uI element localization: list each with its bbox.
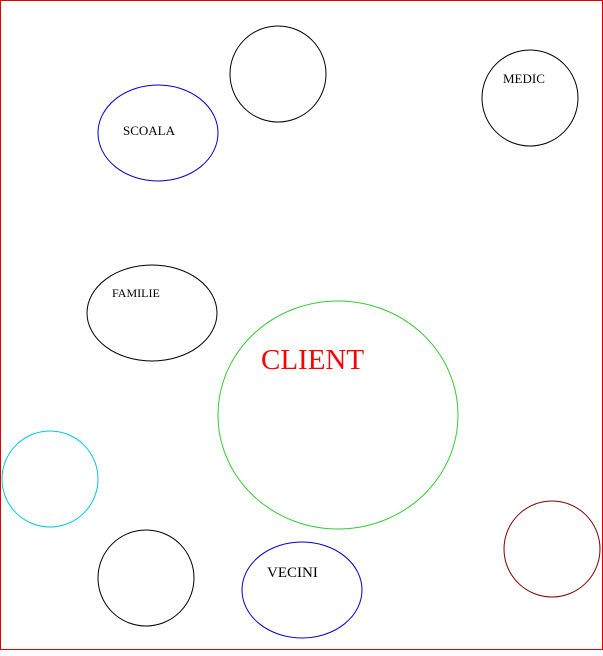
unlabeled-circle-maroon [503,500,601,598]
vecini-circle [241,541,363,639]
medic-label: MEDIC [503,71,545,86]
unlabeled-circle-top [229,25,327,123]
vecini-label: VECINI [267,565,318,581]
client-circle [217,300,459,530]
familie-label: FAMILIE [112,286,160,300]
familie-circle [86,264,218,362]
unlabeled-circle-cyan [1,430,99,528]
scoala-label: SCOALA [123,123,176,138]
unlabeled-circle-bottom [97,529,195,627]
medic-circle [481,49,579,147]
client-label: CLIENT [261,344,364,376]
scoala-circle [97,84,219,182]
